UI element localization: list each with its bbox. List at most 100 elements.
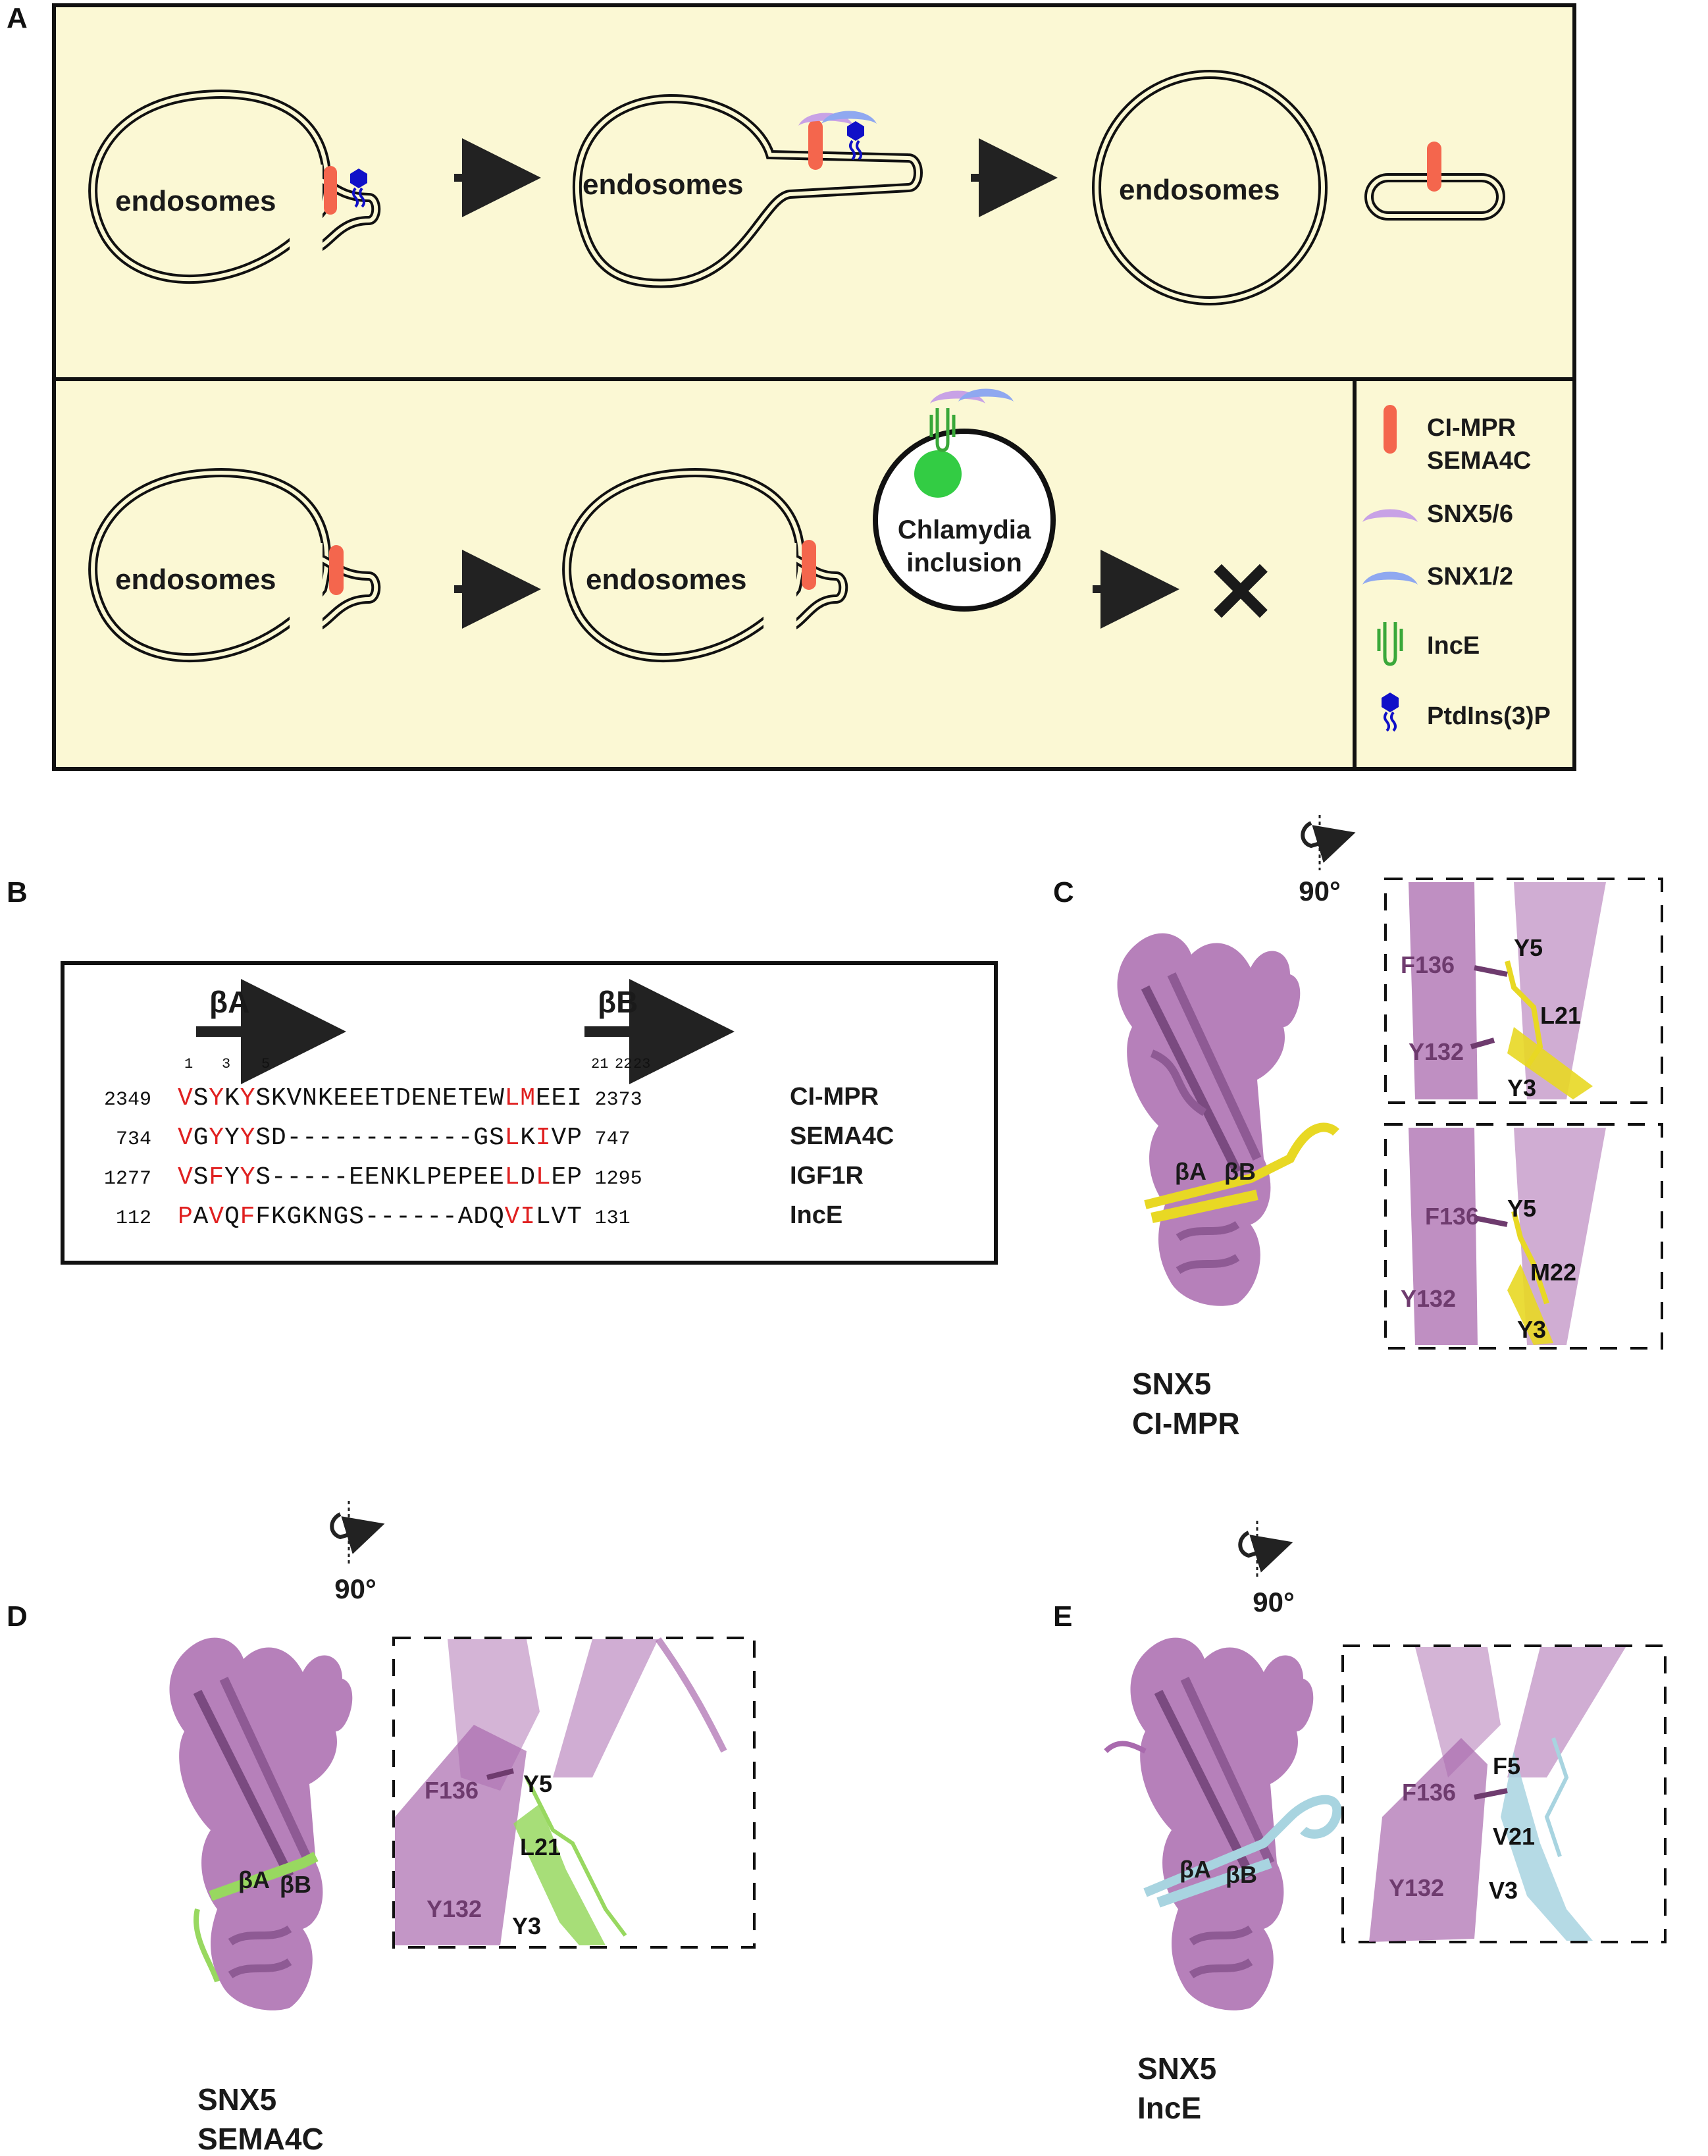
legend-label-ptdins3p: PtdIns(3)P (1427, 702, 1551, 730)
rotation-icon (1301, 815, 1356, 870)
seq-row-2: VSFYYS-----EENKLPEPEELDLEP (178, 1163, 582, 1192)
e-y132: Y132 (1389, 1874, 1444, 1901)
pos-22: 22 (615, 1056, 632, 1072)
seq-row-3: PAVQFFKGKNGS------ADQVILVT (178, 1203, 582, 1231)
d-y3: Y3 (512, 1912, 541, 1939)
endosome-with-tubule-2 (572, 93, 923, 288)
strand-b-label: βB (598, 985, 638, 1019)
c-bottom-y3: Y3 (1517, 1316, 1546, 1343)
pos-1: 1 (184, 1056, 193, 1072)
seq-start-3: 112 (116, 1207, 151, 1230)
chlamydia-label-1: Chlamydia (898, 515, 1031, 544)
cargo-icon (1427, 142, 1441, 192)
c-bottom-y5: Y5 (1507, 1195, 1536, 1222)
endosome-label-5: endosomes (586, 564, 747, 596)
cargo-icon (802, 540, 816, 590)
c-top-y132: Y132 (1409, 1038, 1464, 1065)
panel-letter-c: C (1053, 876, 1074, 908)
c-top-y3: Y3 (1507, 1074, 1536, 1101)
seq-end-3: 131 (595, 1207, 631, 1230)
rotation-label-e: 90° (1253, 1587, 1295, 1617)
seq-row-0: VSYKYSKVNKEEETDENETEWLMEEI (178, 1084, 582, 1113)
c-top-l21: L21 (1540, 1002, 1581, 1029)
cargo-icon (808, 120, 823, 170)
legend-label-ince: IncE (1427, 632, 1480, 660)
endosome-label-1: endosomes (115, 185, 276, 217)
seq-start-0: 2349 (104, 1089, 151, 1111)
panel-letter-b: B (7, 876, 28, 908)
inset-c-top (1384, 878, 1663, 1104)
pos-23: 23 (633, 1056, 650, 1072)
c-bottom-f136: F136 (1425, 1203, 1479, 1230)
e-strand-a: βA (1179, 1856, 1211, 1883)
legend: CI-MPR SEMA4C SNX5/6 SNX1/2 IncE PtdIns(… (1362, 405, 1551, 732)
c-legend-cimpr: CI-MPR (1132, 1406, 1240, 1440)
cimpr-peptide-c (1144, 1122, 1339, 1223)
panel-letter-a: A (7, 2, 28, 34)
sema4c-peptide-d (194, 1851, 319, 1983)
e-f5: F5 (1493, 1752, 1520, 1779)
endosome-label-3: endosomes (1119, 174, 1280, 206)
alignment-rows: 2349 VSYKYSKVNKEEETDENETEWLMEEI 2373 CI-MPR… (104, 1083, 894, 1231)
legend-label-snx56: SNX5/6 (1427, 500, 1513, 528)
c-top-f136: F136 (1401, 951, 1455, 978)
cargo-icon (1384, 405, 1397, 454)
e-v3: V3 (1489, 1877, 1518, 1904)
d-legend-snx5: SNX5 (197, 2082, 276, 2117)
d-legend-sema4c: SEMA4C (197, 2122, 324, 2156)
c-legend-snx5: SNX5 (1132, 1367, 1211, 1401)
snx5-structure-e (1104, 1637, 1314, 2011)
c-bottom-y132: Y132 (1401, 1285, 1456, 1312)
pos-21: 21 (591, 1056, 608, 1072)
legend-label-sema4c: SEMA4C (1427, 447, 1531, 475)
seq-row-1: VGYYYSD------------GSLKIVP (178, 1124, 582, 1152)
panel-letter-e: E (1053, 1600, 1072, 1633)
c-top-y5: Y5 (1514, 934, 1543, 961)
seq-end-1: 747 (595, 1128, 631, 1151)
snx5-structure-d (169, 1637, 353, 2011)
endosome-round (1092, 70, 1328, 305)
cargo-icon (324, 166, 337, 215)
snx5-structure-c (1117, 933, 1301, 1306)
legend-label-cimpr: CI-MPR (1427, 414, 1516, 442)
seq-name-1: SEMA4C (790, 1122, 894, 1150)
pos-3: 3 (222, 1056, 230, 1072)
cargo-icon (329, 545, 344, 595)
d-strand-b: βB (280, 1871, 311, 1898)
c-strand-b: βB (1224, 1158, 1256, 1185)
e-v21: V21 (1493, 1823, 1535, 1850)
seq-name-2: IGF1R (790, 1162, 864, 1190)
strand-a-label: βA (209, 985, 249, 1019)
c-bottom-m22: M22 (1530, 1259, 1576, 1286)
endosome-with-tubule-1 (88, 90, 332, 284)
seq-name-0: CI-MPR (790, 1083, 879, 1111)
blocked-icon: ✕ (1205, 544, 1277, 641)
inset-c-bottom (1384, 1123, 1663, 1350)
seq-name-3: IncE (790, 1201, 842, 1229)
seq-start-1: 734 (116, 1128, 151, 1151)
rotation-label-c: 90° (1299, 876, 1341, 907)
panel-letter-d: D (7, 1600, 28, 1633)
rotation-label-d: 90° (334, 1573, 376, 1604)
chlamydia-inclusion (873, 388, 1056, 612)
rotation-icon (330, 1501, 385, 1567)
d-y5: Y5 (523, 1770, 552, 1797)
c-strand-a: βA (1175, 1158, 1206, 1185)
pos-5: 5 (261, 1056, 270, 1072)
e-strand-b: βB (1226, 1861, 1257, 1888)
rotation-icon (1238, 1521, 1293, 1580)
seq-end-0: 2373 (595, 1089, 642, 1111)
seq-end-2: 1295 (595, 1168, 642, 1190)
ince-peptide-e (1143, 1795, 1342, 1908)
endosome-label-2: endosomes (582, 169, 744, 201)
e-legend-snx5: SNX5 (1137, 2051, 1216, 2086)
d-strand-a: βA (238, 1866, 270, 1893)
d-l21: L21 (520, 1833, 561, 1860)
inset-d (392, 1637, 756, 1949)
e-legend-ince: IncE (1137, 2091, 1201, 2125)
legend-label-snx12: SNX1/2 (1427, 563, 1513, 591)
d-f136: F136 (425, 1777, 479, 1804)
seq-start-2: 1277 (104, 1168, 151, 1190)
d-y132: Y132 (427, 1895, 482, 1922)
